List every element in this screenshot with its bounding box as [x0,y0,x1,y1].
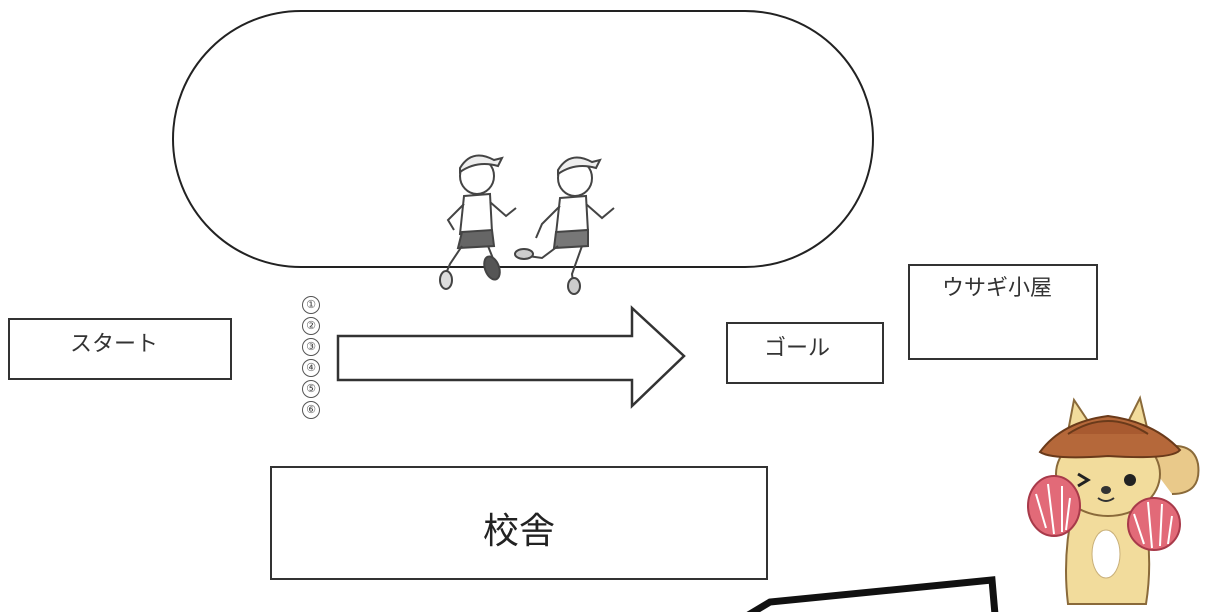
start-box: スタート [8,318,232,380]
direction-arrow [336,305,686,409]
goal-box: ゴール [726,322,884,384]
runner-right [514,156,615,295]
lane-number: ③ [302,338,320,356]
lane-number: ① [302,296,320,314]
school-building-label: 校舎 [482,511,555,552]
cheering-mascot-illustration [1027,395,1200,605]
running-children-illustration [439,154,615,295]
pom-pom-left [1027,475,1081,537]
school-building-box: 校舎 [270,466,768,580]
lane-number: ⑤ [302,380,320,398]
lane-number: ⑥ [302,401,320,419]
start-label: スタート [70,332,159,357]
speech-bubble [746,576,999,612]
lane-numbers: ① ② ③ ④ ⑤ ⑥ [302,296,326,422]
pom-pom-right [1127,497,1181,551]
rabbit-hut-box: ウサギ小屋 [908,264,1098,360]
lane-number: ② [302,317,320,335]
runner-left [439,154,517,290]
running-track [172,10,874,268]
lane-number: ④ [302,359,320,377]
rabbit-hut-label: ウサギ小屋 [942,276,1053,301]
goal-label: ゴール [764,336,831,361]
